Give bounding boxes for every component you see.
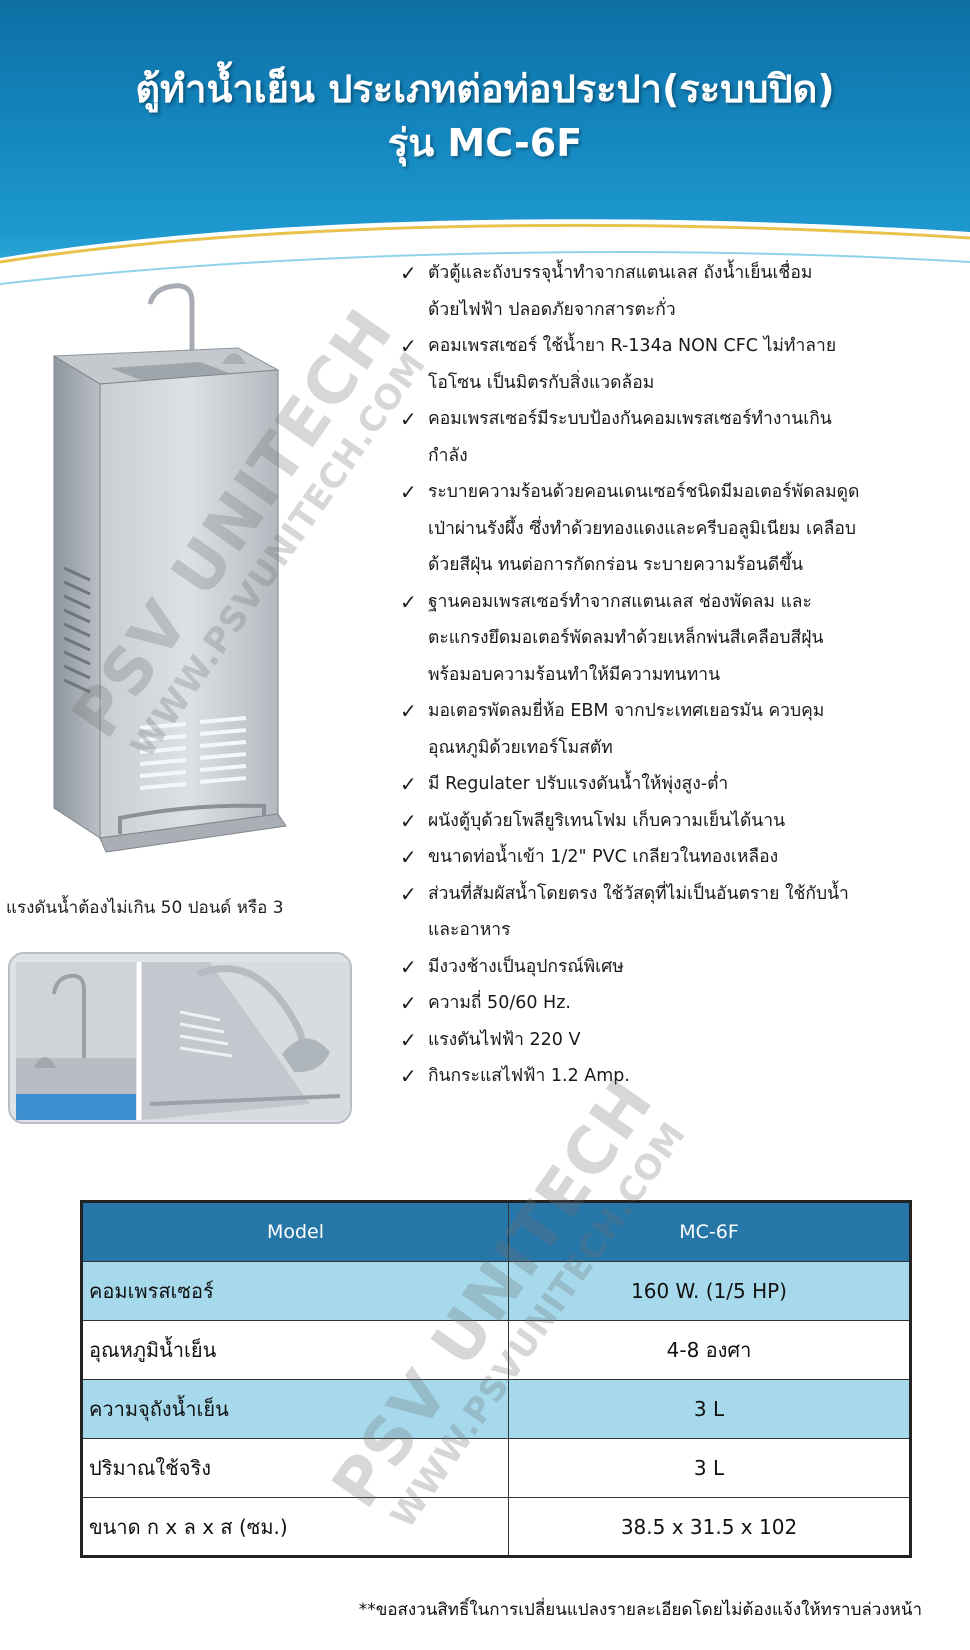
spec-label: ปริมาณใช้จริง — [81, 1438, 509, 1498]
list-item: พร้อมอบความร้อนทำให้มีความทนทาน — [400, 657, 960, 694]
list-item: ✓ มอเตอรพัดลมยี่ห้อ EBM จากประเทศเยอรมัน … — [400, 693, 960, 730]
feature-text: มีงวงช้างเป็นอุปกรณ์พิเศษ — [428, 956, 624, 977]
disclaimer-note: **ขอสงวนสิทธิ์ในการเปลี่ยนแปลงรายละเอียด… — [358, 1600, 922, 1620]
spec-table-header: Model MC-6F — [81, 1201, 911, 1262]
feature-text: ผนังตู้บุด้วยโพลียูริเทนโฟม เก็บความเย็น… — [428, 810, 786, 831]
list-item: ✓ ผนังตู้บุด้วยโพลียูริเทนโฟม เก็บความเย็… — [400, 803, 960, 840]
feature-text: เป่าผ่านรังผึ้ง ซึ่งทำด้วยทองแดงและครีบอ… — [428, 518, 856, 539]
spec-header-value: MC-6F — [508, 1201, 911, 1262]
spec-value: 160 W. (1/5 HP) — [508, 1261, 911, 1321]
check-icon: ✓ — [400, 954, 417, 979]
feature-text: และอาหาร — [428, 920, 511, 940]
header-banner: ตู้ทำน้ำเย็น ประเภทต่อท่อประปา(ระบบปิด) … — [0, 0, 970, 290]
list-item: ตะแกรงยึดมอเตอร์พัดลมทำด้วยเหล็กพ่นสีเคล… — [400, 620, 960, 657]
list-item: และอาหาร — [400, 912, 960, 949]
list-item: ✓ คอมเพรสเซอร์ ใช้น้ำยา R-134a NON CFC ไม… — [400, 328, 960, 365]
list-item: ด้วยไฟฟ้า ปลอดภัยจากสารตะกั่ว — [400, 292, 960, 329]
feature-text: มี Regulater ปรับแรงดันน้ำให้พุ่งสูง-ต่ำ — [428, 774, 729, 794]
spec-value: 38.5 x 31.5 x 102 — [508, 1497, 911, 1557]
check-icon: ✓ — [400, 261, 417, 285]
feature-text: ส่วนที่สัมผัสน้ำโดยตรง ใช้วัสดุที่ไม่เป็… — [428, 883, 849, 904]
spec-label: อุณหภูมิน้ำเย็น — [81, 1320, 509, 1380]
water-pressure-note: แรงดันน้ำต้องไม่เกิน 50 ปอนด์ หรือ 3 — [6, 898, 284, 918]
list-item: เป่าผ่านรังผึ้ง ซึ่งทำด้วยทองแดงและครีบอ… — [400, 511, 960, 548]
check-icon: ✓ — [400, 1064, 417, 1088]
list-item: ✓ ความถี่ 50/60 Hz. — [400, 985, 960, 1022]
check-icon: ✓ — [400, 334, 417, 358]
feature-text: พร้อมอบความร้อนทำให้มีความทนทาน — [428, 664, 721, 685]
header-wave-decoration — [0, 219, 970, 290]
feature-text: อุณหภูมิด้วยเทอร์โมสตัท — [428, 737, 613, 758]
spec-value: 4-8 องศา — [508, 1320, 911, 1380]
spec-label: ขนาด ก x ล x ส (ซม.) — [81, 1497, 509, 1557]
feature-text: ฐานคอมเพรสเซอร์ทำจากสแตนเลส ช่องพัดลม แล… — [428, 591, 812, 612]
check-icon: ✓ — [400, 808, 417, 833]
table-row: ความจุถังน้ำเย็น 3 L — [81, 1379, 911, 1439]
feature-text: คอมเพรสเซอร์ ใช้น้ำยา R-134a NON CFC ไม่… — [428, 336, 837, 356]
table-row: ปริมาณใช้จริง 3 L — [81, 1438, 911, 1498]
title-line-1: ตู้ทำน้ำเย็น ประเภทต่อท่อประปา(ระบบปิด) — [135, 67, 835, 111]
title-line-2: รุ่น MC-6F — [387, 121, 583, 165]
detail-photos-frame — [8, 952, 352, 1124]
list-item: ✓ ระบายความร้อนด้วยคอนเดนเซอร์ชนิดมีมอเตอ… — [400, 474, 960, 511]
feature-text: ระบายความร้อนด้วยคอนเดนเซอร์ชนิดมีมอเตอร… — [428, 482, 860, 502]
feature-text: กำลัง — [428, 445, 468, 466]
spec-label: ความจุถังน้ำเย็น — [81, 1379, 509, 1439]
spec-table: Model MC-6F คอมเพรสเซอร์ 160 W. (1/5 HP)… — [80, 1200, 912, 1558]
table-row: อุณหภูมิน้ำเย็น 4-8 องศา — [81, 1320, 911, 1380]
table-row: ขนาด ก x ล x ส (ซม.) 38.5 x 31.5 x 102 — [81, 1497, 911, 1557]
list-item: ✓ ฐานคอมเพรสเซอร์ทำจากสแตนเลส ช่องพัดลม แ… — [400, 584, 960, 621]
list-item: ด้วยสีฝุ่น ทนต่อการกัดกร่อน ระบายความร้อ… — [400, 547, 960, 584]
feature-text: ตะแกรงยึดมอเตอร์พัดลมทำด้วยเหล็กพ่นสีเคล… — [428, 628, 824, 648]
list-item: ✓ แรงดันไฟฟ้า 220 V — [400, 1022, 960, 1059]
feature-list: ✓ ตัวตู้และถังบรรจุน้ำทำจากสแตนเลส ถังน้ำ… — [400, 255, 960, 1095]
list-item: ✓ ขนาดท่อน้ำเข้า 1/2" PVC เกลียวในทองเหลื… — [400, 839, 960, 876]
spec-label: คอมเพรสเซอร์ — [81, 1261, 509, 1321]
feature-text: แรงดันไฟฟ้า 220 V — [428, 1029, 581, 1050]
feature-text: มอเตอรพัดลมยี่ห้อ EBM จากประเทศเยอรมัน ค… — [428, 701, 825, 721]
list-item: ✓ ส่วนที่สัมผัสน้ำโดยตรง ใช้วัสดุที่ไม่เป… — [400, 876, 960, 913]
feature-text: ด้วยสีฝุ่น ทนต่อการกัดกร่อน ระบายความร้อ… — [428, 555, 804, 575]
check-icon: ✓ — [400, 1027, 417, 1052]
list-item: กำลัง — [400, 438, 960, 475]
feature-text: ความถี่ 50/60 Hz. — [428, 993, 571, 1013]
check-icon: ✓ — [400, 589, 417, 614]
check-icon: ✓ — [400, 845, 417, 869]
check-icon: ✓ — [400, 699, 417, 723]
list-item: ✓ คอมเพรสเซอร์มีระบบป้องกันคอมเพรสเซอร์ทำ… — [400, 401, 960, 438]
check-icon: ✓ — [400, 407, 417, 431]
spec-value: 3 L — [508, 1438, 911, 1498]
list-item: ✓ มี Regulater ปรับแรงดันน้ำให้พุ่งสูง-ต่… — [400, 766, 960, 803]
list-item: ✓ กินกระแสไฟฟ้า 1.2 Amp. — [400, 1058, 960, 1095]
feature-text: กินกระแสไฟฟ้า 1.2 Amp. — [428, 1066, 630, 1086]
spec-value: 3 L — [508, 1379, 911, 1439]
water-cooler-product-image — [52, 283, 287, 853]
feature-text: ด้วยไฟฟ้า ปลอดภัยจากสารตะกั่ว — [428, 299, 676, 320]
feature-text: คอมเพรสเซอร์มีระบบป้องกันคอมเพรสเซอร์ทำง… — [428, 409, 832, 429]
spec-header-model: Model — [81, 1201, 509, 1262]
page-title: ตู้ทำน้ำเย็น ประเภทต่อท่อประปา(ระบบปิด) … — [0, 62, 970, 170]
check-icon: ✓ — [400, 881, 417, 906]
detail-photos-image — [10, 954, 350, 1122]
feature-text: ตัวตู้และถังบรรจุน้ำทำจากสแตนเลส ถังน้ำเ… — [428, 263, 813, 283]
list-item: อุณหภูมิด้วยเทอร์โมสตัท — [400, 730, 960, 767]
table-row: คอมเพรสเซอร์ 160 W. (1/5 HP) — [81, 1261, 911, 1321]
feature-text: ขนาดท่อน้ำเข้า 1/2" PVC เกลียวในทองเหลือ… — [428, 847, 779, 867]
check-icon: ✓ — [400, 991, 417, 1015]
list-item: โอโซน เป็นมิตรกับสิ่งแวดล้อม — [400, 365, 960, 402]
list-item: ✓ ตัวตู้และถังบรรจุน้ำทำจากสแตนเลส ถังน้ำ… — [400, 255, 960, 292]
check-icon: ✓ — [400, 480, 417, 504]
list-item: ✓ มีงวงช้างเป็นอุปกรณ์พิเศษ — [400, 949, 960, 986]
feature-text: โอโซน เป็นมิตรกับสิ่งแวดล้อม — [428, 372, 655, 393]
check-icon: ✓ — [400, 772, 417, 796]
